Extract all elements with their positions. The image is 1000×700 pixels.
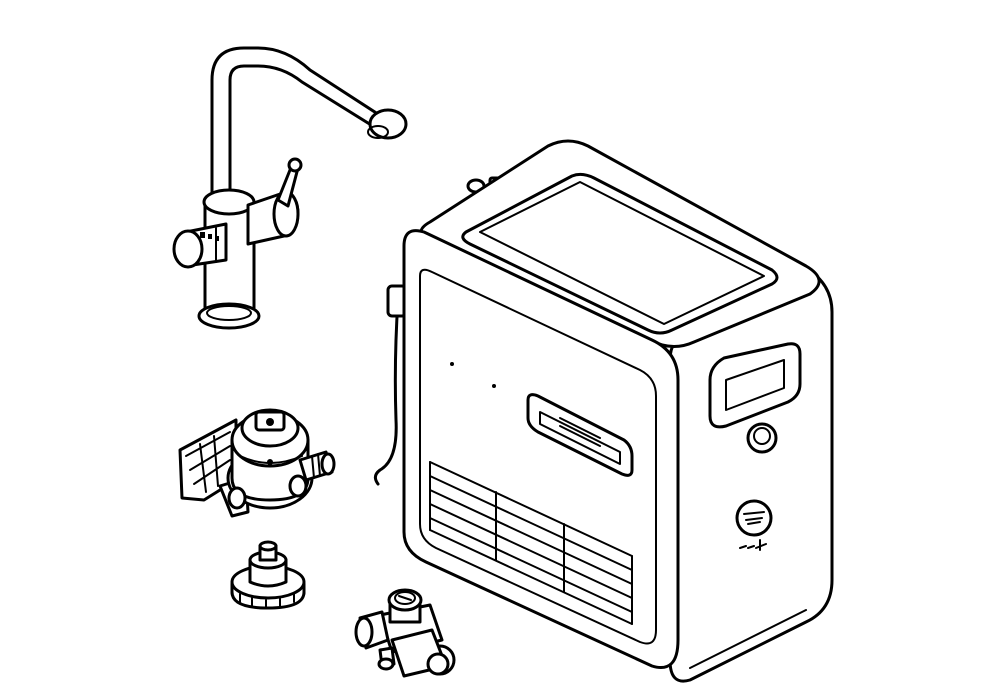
angle-valve-with-gauge-icon [354,588,456,678]
vent-grille [429,461,633,625]
brand-logo-icon [735,499,773,551]
filter-connector-icon [230,540,306,610]
under-sink-boiler-icon [373,139,834,683]
kitchen-faucet-icon [172,46,408,330]
filter-head-bracket-icon [178,408,336,518]
